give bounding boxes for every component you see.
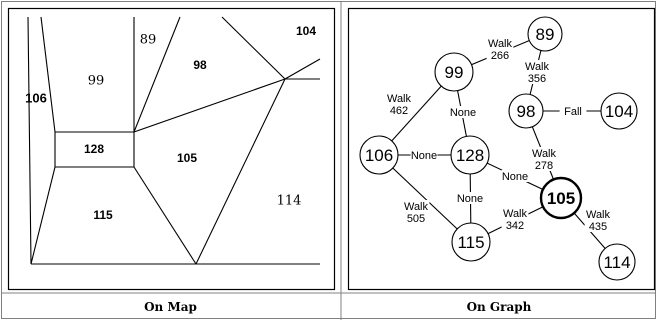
node-89 [527,16,563,52]
zone-label-128: 128 [84,142,104,156]
edge-label-bg [385,92,413,116]
map-caption: On Map [144,300,197,314]
node-114 [598,243,636,281]
edge-label-128-105: None [502,171,528,183]
node-label-128: 128 [456,146,484,165]
edge-label-bg [456,192,484,204]
zone-label-115: 115 [93,208,113,222]
node-label-105: 105 [547,189,575,208]
node-label-114: 114 [603,253,630,272]
node-label-98: 98 [517,102,536,121]
edge-label-98-104: Fall [564,106,582,118]
map-panel: 106 99 89 98 104 128 105 114 115 [0,0,341,293]
node-98 [508,93,544,129]
edge-label-bg [530,147,558,171]
edge-label-106-128: None [411,150,437,162]
node-115 [451,222,491,262]
edge-label-bg [410,149,438,161]
node-99 [434,52,474,92]
edge-label-99-128: None [450,107,476,119]
zone-label-104: 104 [296,24,316,38]
edge-label-bg [559,105,587,117]
zone-label-99: 99 [88,74,105,89]
node-label-106: 106 [365,146,393,165]
zone-label-105: 105 [177,151,197,165]
zone-map: 106 99 89 98 104 128 105 114 115 [25,16,321,265]
edge-label-bg [501,207,529,231]
edge-label-128-115: None [457,193,483,205]
graph-caption: On Graph [466,300,532,314]
node-label-89: 89 [536,25,555,44]
zone-label-89: 89 [140,33,157,48]
edge-label-bg [523,60,551,84]
node-128 [450,135,490,175]
edge-label-bg [402,200,430,224]
node-105 [539,176,583,220]
zone-label-106: 106 [25,90,47,105]
zone-label-114: 114 [277,194,302,209]
edge-label-bg [449,106,477,118]
edge-label-bg [486,37,514,61]
node-label-104: 104 [605,102,633,121]
zone-label-98: 98 [193,58,207,72]
edge-106-115 [378,154,472,243]
edge-label-bg [501,170,529,182]
node-104 [600,92,638,130]
node-label-115: 115 [457,233,484,252]
edge-label-bg [584,208,612,232]
node-label-99: 99 [445,63,464,82]
node-106 [359,135,399,175]
